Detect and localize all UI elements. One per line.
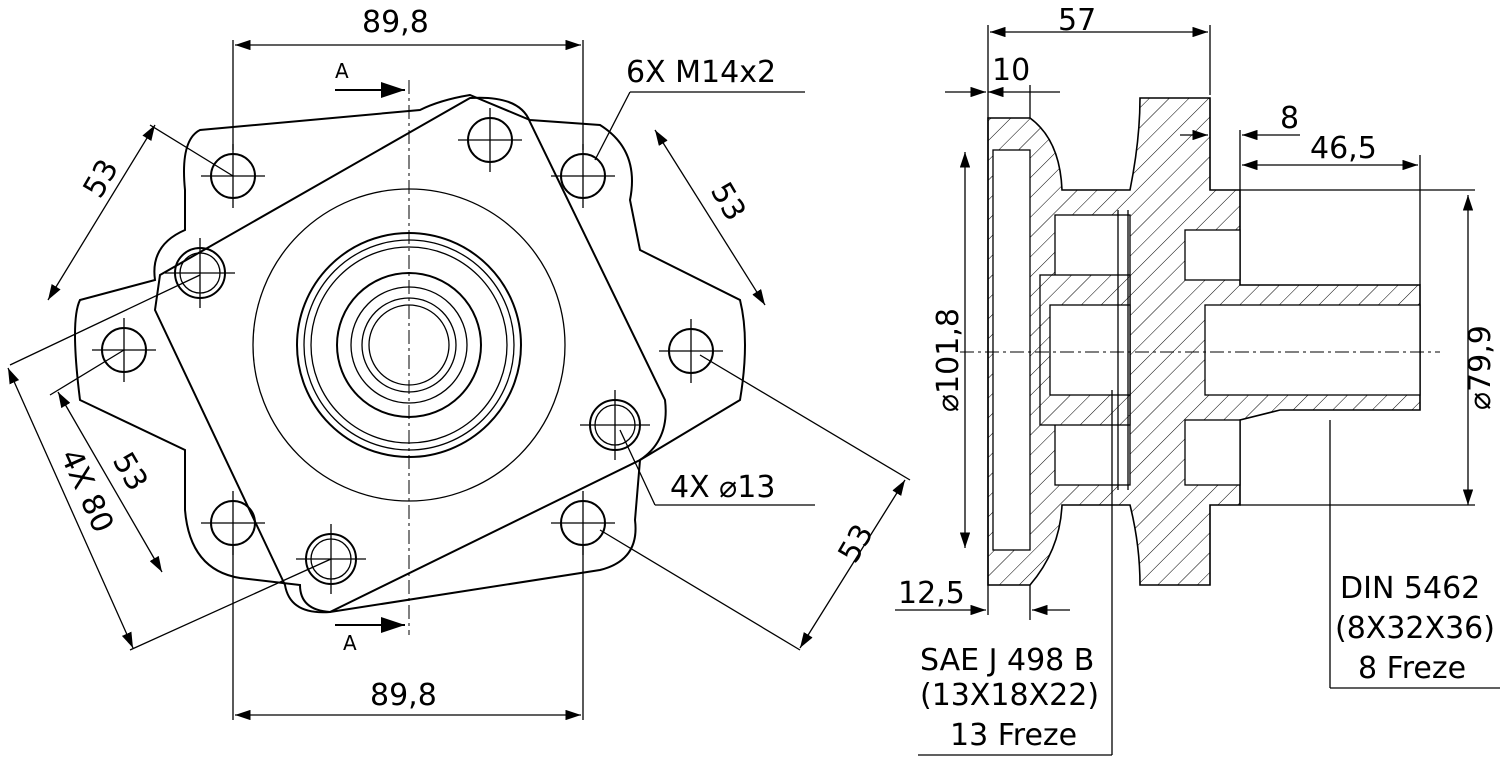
front-view xyxy=(7,39,911,721)
dim-12-5: 12,5 xyxy=(898,576,965,611)
flange-outline-square xyxy=(74,93,746,614)
section-mark-top: A xyxy=(335,59,349,83)
flange-outline-diamond xyxy=(153,96,667,614)
dim-46-5: 46,5 xyxy=(1310,131,1377,166)
hole-callout: 4X ⌀13 xyxy=(670,470,775,505)
section-mark-bottom: A xyxy=(343,631,357,655)
side-view xyxy=(895,25,1500,756)
dim-bottom-width: 89,8 xyxy=(370,678,437,713)
dim-top-width: 89,8 xyxy=(362,5,429,40)
dim-57: 57 xyxy=(1058,3,1096,38)
bolt-holes xyxy=(92,108,723,594)
thread-callout: 6X M14x2 xyxy=(626,55,776,90)
dim-10: 10 xyxy=(992,53,1030,88)
din-spline-line2: (8X32X36) xyxy=(1335,611,1495,646)
dim-dia-79-9: ⌀79,9 xyxy=(1463,325,1498,410)
sae-spline-line1: SAE J 498 B xyxy=(920,643,1094,678)
sae-spline-line2: (13X18X22) xyxy=(920,678,1099,713)
dim-53-lower-left: 53 xyxy=(105,447,154,498)
din-spline-line3: 8 Freze xyxy=(1358,651,1466,686)
dim-8: 8 xyxy=(1280,101,1299,136)
dim-dia-101-8: ⌀101,8 xyxy=(931,308,966,412)
dim-53-upper-left: 53 xyxy=(77,153,126,204)
din-spline-line1: DIN 5462 xyxy=(1340,571,1480,606)
sae-spline-line3: 13 Freze xyxy=(950,718,1077,753)
dim-53-lower-right: 53 xyxy=(832,518,881,569)
